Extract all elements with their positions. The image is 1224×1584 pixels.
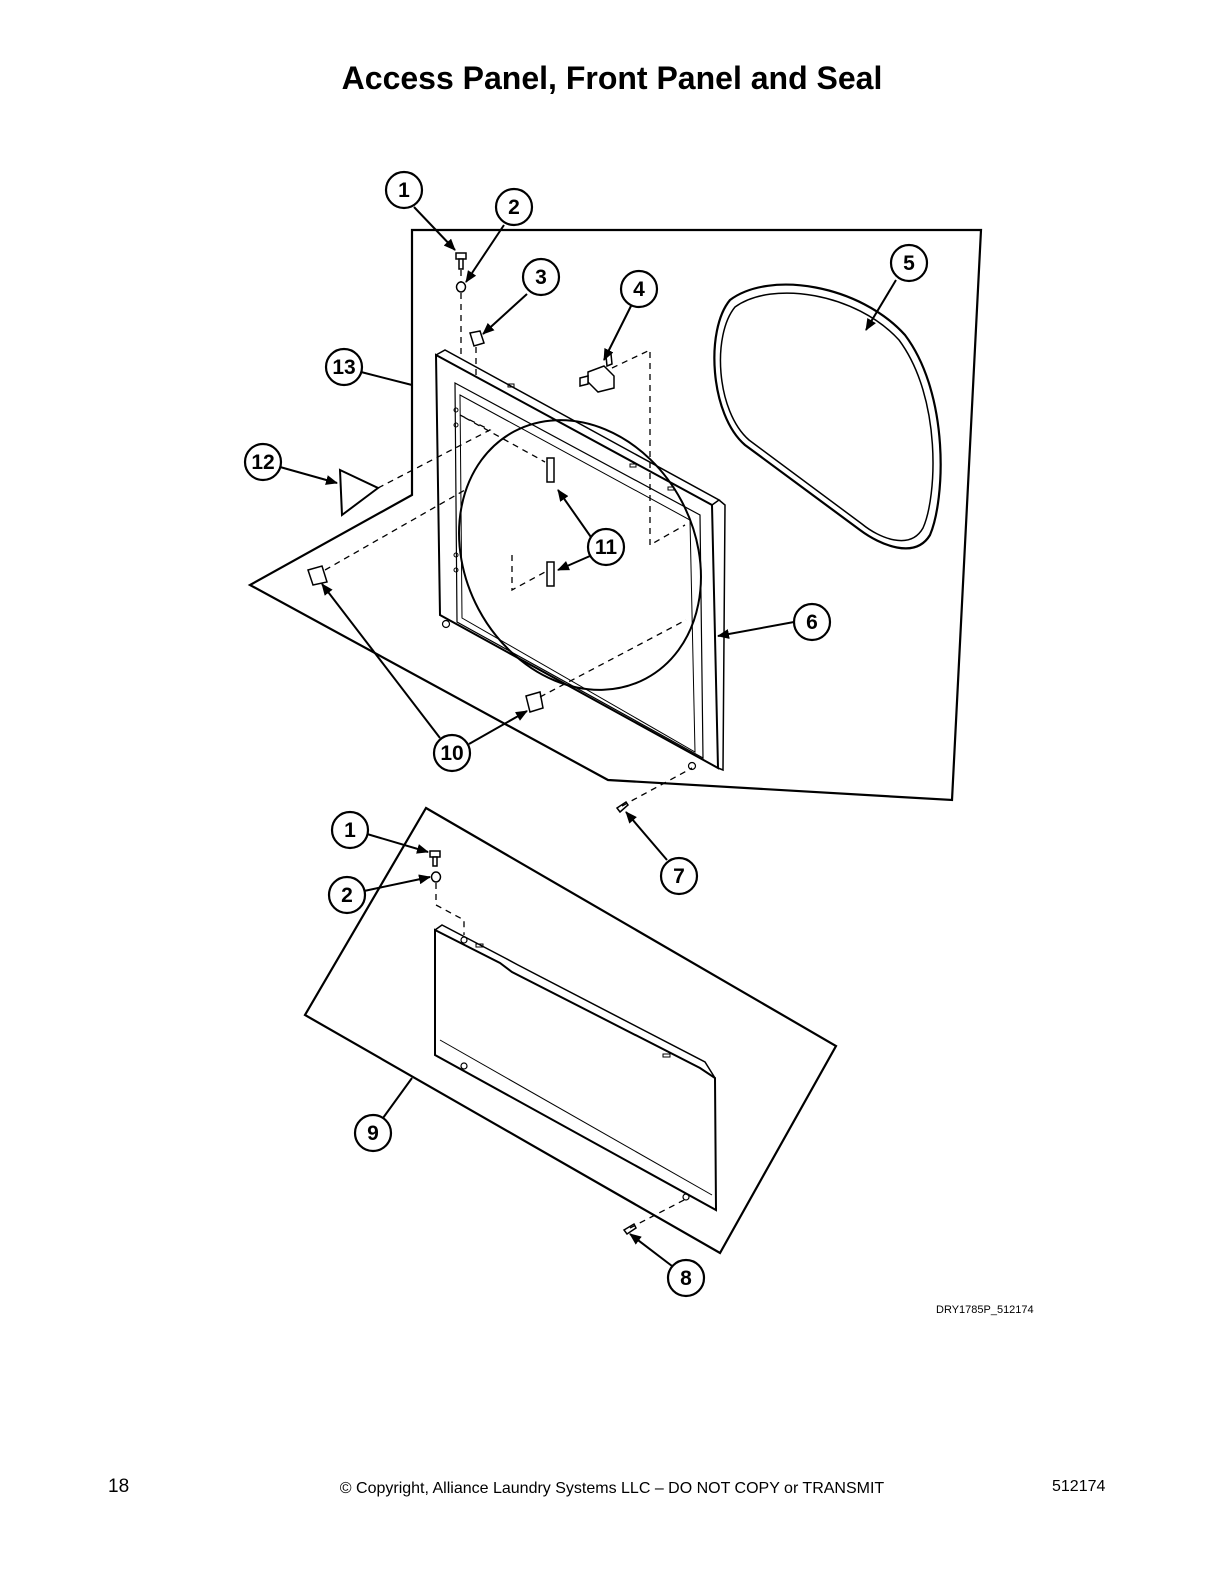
callout-2-bottom-circle bbox=[327, 875, 367, 915]
callout-7-circle bbox=[659, 856, 699, 896]
callout-4-circle bbox=[619, 269, 659, 309]
callout-1-top: 1 bbox=[398, 179, 410, 202]
callout-3: 3 bbox=[535, 266, 547, 289]
callout-5: 5 bbox=[903, 252, 915, 275]
callout-circles bbox=[243, 170, 929, 1298]
callout-2-top-circle bbox=[494, 187, 534, 227]
hinge-clip-lower bbox=[546, 561, 555, 587]
callout-9: 9 bbox=[367, 1122, 379, 1145]
hinge-clip-upper bbox=[546, 457, 555, 483]
copyright-notice: © Copyright, Alliance Laundry Systems LL… bbox=[339, 1480, 885, 1497]
callout-12-circle bbox=[243, 442, 283, 482]
washer-top bbox=[455, 281, 467, 293]
callout-3-circle bbox=[521, 257, 561, 297]
screw-lower bbox=[429, 850, 441, 858]
callout-2-top: 2 bbox=[508, 196, 520, 219]
clip bbox=[469, 330, 485, 347]
access-panel bbox=[434, 924, 718, 1212]
callout-2-bottom: 2 bbox=[341, 884, 353, 907]
callout-13-circle bbox=[324, 347, 364, 387]
foot-right bbox=[525, 691, 544, 713]
screw-top bbox=[455, 252, 467, 260]
callout-1-bottom: 1 bbox=[344, 819, 356, 842]
page-number: 18 bbox=[108, 1476, 130, 1497]
document-number: 512174 bbox=[1052, 1478, 1106, 1495]
callout-4: 4 bbox=[633, 278, 645, 301]
access-panel-plane-outline bbox=[303, 806, 838, 1255]
callout-7: 7 bbox=[673, 865, 685, 888]
callout-8: 8 bbox=[680, 1267, 692, 1290]
washer-lower bbox=[430, 871, 442, 883]
callout-1-bottom-circle bbox=[330, 810, 370, 850]
callout-6-circle bbox=[792, 602, 832, 642]
hardware-parts bbox=[307, 252, 637, 1236]
callout-12: 12 bbox=[251, 451, 274, 474]
callout-13: 13 bbox=[332, 356, 355, 379]
front-panel-plane-outline bbox=[247, 228, 983, 802]
callout-5-circle bbox=[889, 243, 929, 283]
callout-10-circle bbox=[432, 733, 472, 773]
callout-11-circle bbox=[586, 527, 626, 567]
callout-9-circle bbox=[353, 1113, 393, 1153]
page-title: Access Panel, Front Panel and Seal bbox=[341, 60, 883, 96]
leader-lines bbox=[279, 206, 897, 1267]
foot-left bbox=[307, 565, 328, 586]
callout-8-circle bbox=[666, 1258, 706, 1298]
figure-code: DRY1785P_512174 bbox=[936, 1304, 1034, 1316]
triangle-cover bbox=[338, 468, 380, 517]
callout-1-top-circle bbox=[384, 170, 424, 210]
door-seal bbox=[713, 283, 942, 550]
assembly-lines bbox=[324, 270, 693, 1229]
door-switch bbox=[587, 365, 615, 393]
callout-6: 6 bbox=[806, 611, 818, 634]
callout-11: 11 bbox=[595, 536, 618, 559]
callout-10: 10 bbox=[440, 742, 463, 765]
